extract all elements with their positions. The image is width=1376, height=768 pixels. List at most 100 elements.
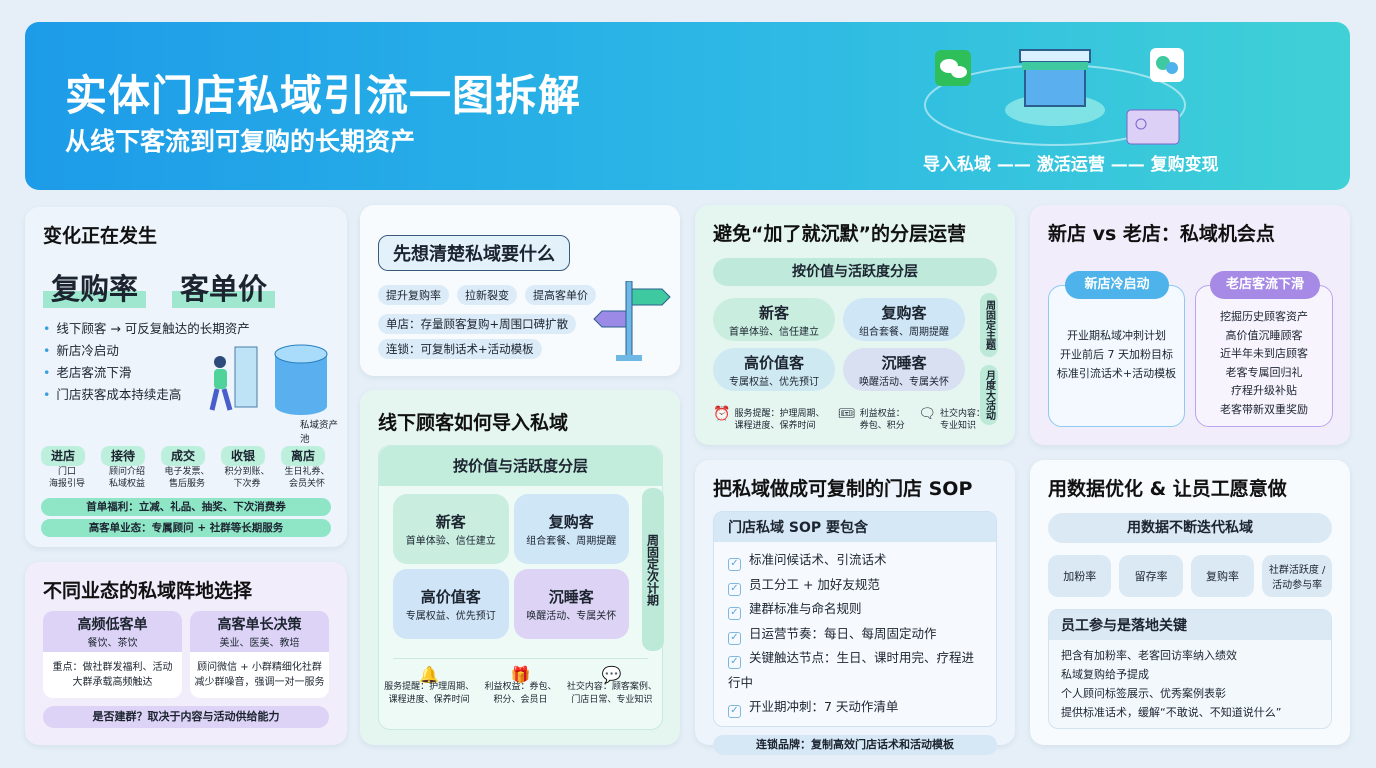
sop-item: ✓日运营节奏：每日、每周固定动作: [728, 622, 982, 647]
journey-step: 离店生日礼券、 会员关怀: [281, 445, 333, 490]
data-staff-card: 用数据优化 & 让员工愿意做 用数据不断迭代私域 加粉率 留存率 复购率 社群活…: [1030, 460, 1350, 745]
page-subtitle: 从线下客流到可复购的长期资产: [65, 127, 416, 156]
checkbox-icon: ✓: [728, 582, 741, 596]
page-title: 实体门店私域引流一图拆解: [65, 71, 582, 120]
avg-order-value-highlight: 客单价: [172, 266, 276, 308]
weekly-theme-label: 周固定主题: [980, 293, 998, 357]
formats-card: 不同业态的私域阵地选择 高频低客单餐饮、茶饮 重点：做社群发福利、活动 大群承载…: [25, 562, 347, 745]
bullet: 老店客流下滑: [43, 362, 329, 384]
checkbox-icon: ✓: [728, 607, 741, 620]
sop-card: 把私域做成可复制的门店 SOP 门店私域 SOP 要包含 ✓标准问候话术、引流话…: [695, 460, 1015, 755]
sop-box-title: 门店私域 SOP 要包含: [714, 512, 996, 542]
flow-caption: 导入私域 —— 激活运营 —— 复购变现: [923, 155, 1219, 175]
wechat-icon: [935, 50, 971, 86]
segment-repeat: 复购客组合套餐、周期提醒: [843, 298, 965, 341]
store-icon: [1019, 49, 1091, 107]
benefit-reminder: 🎁利益权益：券包、 积分、会员日: [484, 665, 557, 706]
card-title: 不同业态的私域阵地选择: [43, 580, 253, 602]
journey-step: 接待顾问介绍 私域权益: [101, 445, 153, 490]
card-title: 线下顾客如何导入私域: [378, 412, 569, 434]
journey-step: 成交电子发票、 售后服务: [161, 445, 213, 490]
staff-title: 员工参与是落地关键: [1049, 610, 1331, 640]
layer-band: 按价值与活跃度分层: [713, 258, 997, 286]
member-card-icon: [1126, 109, 1180, 145]
bell-icon: 🔔: [419, 665, 440, 684]
gift-icon: 🎁: [510, 665, 531, 684]
store-loop-illustration: [924, 48, 1186, 146]
sop-item: ✓关键触达节点：生日、课时用完、疗程进行中: [728, 650, 975, 690]
change-card: 变化正在发生 复购率 客单价 线下顾客 → 可反复触达的长期资产 新店冷启动 老…: [25, 207, 347, 547]
segment-high-value: 高价值客专属权益、优先预订: [393, 569, 509, 639]
segment-new: 新客首单体验、信任建立: [393, 494, 509, 564]
old-store-box: 挖掘历史顾客资产高价值沉睡顾客近半年未到店顾客老客专属回归礼疗程升级补贴老客带新…: [1195, 285, 1333, 427]
format-box: 高客单长决策美业、医美、教培 顾问微信 + 小群精细化社群 减少群噪音，强调一对…: [190, 611, 329, 698]
service-reminder: 🔔服务提醒：护理周期、 课程进度、保养时间: [384, 665, 475, 706]
chat-bubble-icon: [1150, 48, 1184, 82]
header-banner: 实体门店私域引流一图拆解 从线下客流到可复购的长期资产 导入私域 —— 激活运营…: [25, 22, 1350, 190]
social-content: 🗨社交内容： 专业知识: [918, 406, 985, 431]
checkbox-icon: ✓: [728, 656, 741, 669]
new-store-box: 开业期私域冲刺计划开业前后 7 天加粉目标标准引流话术+活动模板: [1048, 285, 1185, 427]
old-store-badge: 老店客流下滑: [1210, 271, 1320, 299]
benefit-reminder: 🎟利益权益： 券包、积分: [837, 406, 905, 431]
person-icon: [209, 356, 233, 411]
weekly-plan-label: 周固定次计期: [642, 488, 664, 651]
high-value-bar: 高客单业态：专属顾问 + 社群等长期服务: [41, 519, 331, 537]
segment-grid: 新客首单体验、信任建立 复购客组合套餐、周期提醒 高价值客专属权益、优先预订 沉…: [393, 494, 629, 639]
journey-step: 收银积分到账、 下次券: [221, 445, 273, 490]
service-reminder: ⏰服务提醒：护理周期、 课程进度、保养时间: [713, 406, 825, 431]
goal-tag: 拉新裂变: [457, 285, 517, 305]
repurchase-rate-highlight: 复购率: [43, 266, 147, 308]
goal-card: 先想清楚私域要什么 提升复购率 拉新裂变 提高客单价 单店：存量顾客复购+周围口…: [360, 205, 680, 376]
bullet: 门店获客成本持续走高: [43, 384, 329, 406]
door-icon: [234, 346, 258, 408]
goal-tag: 提高客单价: [525, 285, 596, 305]
bullet: 线下顾客 → 可反复触达的长期资产: [43, 318, 329, 340]
first-order-bar: 首单福利：立减、礼品、抽奖、下次消费券: [41, 498, 331, 516]
segment-dormant: 沉睡客唤醒活动、专属关怀: [513, 569, 629, 639]
staff-line: 私域复购给予提成: [1061, 668, 1149, 681]
sop-item: ✓标准问候话术、引流话术: [728, 548, 982, 573]
staff-line: 提供标准话术，缓解“不敢说、不知道说什么”: [1061, 706, 1282, 719]
metric-engagement-rate: 社群活跃度 / 活动参与率: [1262, 555, 1333, 597]
staff-line: 个人顾问标签展示、优秀案例表彰: [1061, 687, 1226, 700]
layered-ops-card: 避免“加了就沉默”的分层运营 按价值与活跃度分层 新客首单体验、信任建立 复购客…: [695, 205, 1015, 445]
staff-line: 把含有加粉率、老客回访率纳入绩效: [1061, 649, 1237, 662]
card-title: 避免“加了就沉默”的分层运营: [713, 223, 966, 245]
data-band: 用数据不断迭代私域: [1048, 513, 1332, 543]
format-box: 高频低客单餐饮、茶饮 重点：做社群发福利、活动 大群承载高频触达: [43, 611, 182, 698]
goal-line: 连锁：可复制话术+活动模板: [378, 339, 542, 359]
clock-bell-icon: ⏰: [713, 406, 731, 422]
card-title: 用数据优化 & 让员工愿意做: [1048, 478, 1287, 500]
pool-label: 私域资产池: [300, 420, 339, 445]
goal-speech-bubble: 先想清楚私域要什么: [378, 235, 570, 271]
new-store-badge: 新店冷启动: [1065, 271, 1169, 299]
sop-item: ✓员工分工 + 加好友规范: [728, 573, 982, 598]
layer-band: 按价值与活跃度分层: [379, 446, 662, 486]
sop-item: ✓建群标准与命名规则: [728, 597, 982, 622]
segment-high-value: 高价值客专属权益、优先预订: [713, 348, 835, 391]
formats-footer: 是否建群？取决于内容与活动供给能力: [43, 706, 329, 728]
goal-tag: 提升复购率: [378, 285, 449, 305]
card-title: 把私域做成可复制的门店 SOP: [713, 478, 973, 500]
goal-line: 单店：存量顾客复购+周围口碑扩散: [378, 314, 577, 334]
journey-step: 进店门口 海报引导: [41, 445, 93, 490]
import-card: 线下顾客如何导入私域 按价值与活跃度分层 周固定次计期 新客首单体验、信任建立 …: [360, 390, 680, 745]
signpost-icon: [593, 281, 671, 361]
metric-retention-rate: 留存率: [1119, 555, 1183, 597]
social-content: 💬社交内容：顾客案例、 门店日常、专业知识: [566, 665, 657, 706]
segment-dormant: 沉睡客唤醒活动、专属关怀: [843, 348, 965, 391]
new-vs-old-card: 新店 vs 老店：私域机会点 开业期私域冲刺计划开业前后 7 天加粉目标标准引流…: [1030, 205, 1350, 445]
chat-icon: 💬: [601, 665, 622, 684]
sop-footer: 连锁品牌：复制高效门店话术和活动模板: [713, 734, 997, 755]
checkbox-icon: ✓: [728, 631, 741, 645]
checkbox-icon: ✓: [728, 705, 741, 718]
bullet: 新店冷启动: [43, 340, 329, 362]
segment-new: 新客首单体验、信任建立: [713, 298, 835, 341]
metric-fan-rate: 加粉率: [1048, 555, 1112, 597]
ticket-icon: 🎟: [837, 406, 856, 422]
customer-journey: 进店门口 海报引导 接待顾问介绍 私域权益 成交电子发票、 售后服务 收银积分到…: [41, 445, 333, 490]
segment-repeat: 复购客组合套餐、周期提醒: [513, 494, 629, 564]
sop-item: ✓开业期冲刺：7 天动作清单: [728, 695, 982, 720]
checkbox-icon: ✓: [728, 558, 741, 571]
